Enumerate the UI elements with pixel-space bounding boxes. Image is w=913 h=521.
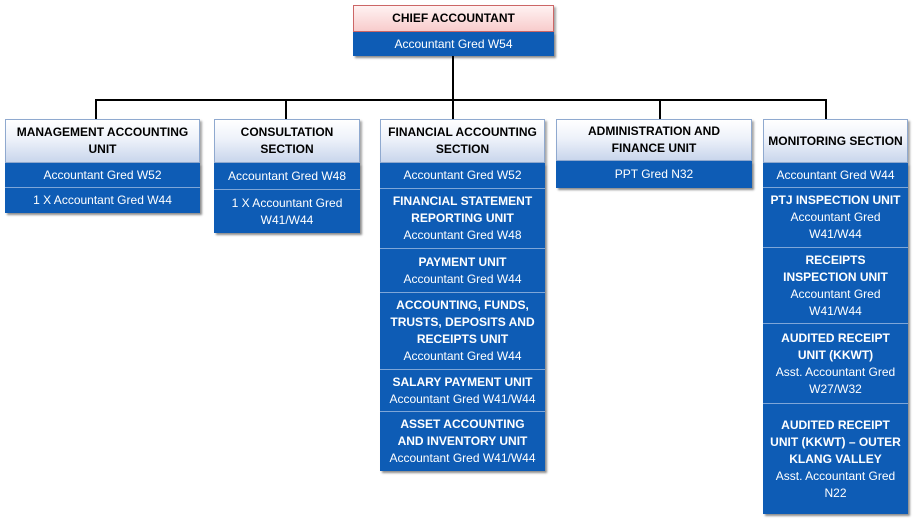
section-title: MONITORING SECTION (768, 133, 903, 148)
unit-title: RECEIPTS INSPECTION UNIT (783, 252, 888, 284)
grade-text: Asst. Accountant Gred W27/W32 (775, 364, 896, 396)
section-title: CONSULTATION SECTION (240, 125, 334, 156)
list-item: PTJ INSPECTION UNIT Accountant Gred W41/… (763, 188, 908, 248)
section-header-financial-accounting: FINANCIAL ACCOUNTING SECTION (380, 119, 545, 163)
unit-title: AUDITED RECEIPT UNIT (KKWT) – OUTER KLAN… (770, 417, 901, 466)
unit-title: PTJ INSPECTION UNIT (770, 193, 901, 207)
section-title: ADMINISTRATION AND FINANCE UNIT (588, 124, 720, 155)
unit-title: PAYMENT UNIT (418, 254, 507, 269)
section-body-financial-accounting: Accountant Gred W52 FINANCIAL STATEMENT … (380, 163, 545, 471)
list-item: Accountant Gred W44 (763, 163, 908, 188)
connector-section-5 (825, 99, 827, 119)
list-item: FINANCIAL STATEMENT REPORTING UNIT Accou… (380, 189, 545, 249)
unit-title: AUDITED RECEIPT UNIT (KKWT) (781, 330, 890, 362)
section-body-management-accounting: Accountant Gred W52 1 X Accountant Gred … (5, 163, 200, 213)
grade-text: Accountant Gred W44 (403, 271, 522, 286)
list-item: Accountant Gred W52 (5, 163, 200, 188)
unit-title: ACCOUNTING, FUNDS, TRUSTS, DEPOSITS AND … (390, 298, 535, 346)
connector-section-4 (659, 99, 661, 119)
connector-chief-down (452, 56, 454, 100)
connector-section-1 (95, 99, 97, 119)
grade-text: 1 X Accountant Gred W44 (33, 193, 172, 207)
grade-text: Accountant Gred W48 (403, 228, 522, 242)
grade-text: Accountant Gred W44 (776, 167, 895, 182)
grade-text: Accountant Gred W41/W44 (790, 210, 881, 241)
list-item: ASSET ACCOUNTING AND INVENTORY UNIT Acco… (380, 412, 545, 471)
grade-text: Accountant Gred W41/W44 (389, 451, 536, 465)
chief-accountant-title: CHIEF ACCOUNTANT (353, 5, 554, 32)
section-header-consultation: CONSULTATION SECTION (214, 119, 360, 163)
chief-title-text: CHIEF ACCOUNTANT (392, 11, 515, 25)
grade-text: PPT Gred N32 (614, 167, 694, 181)
connector-horizontal (95, 99, 827, 101)
grade-text: Accountant Gred W48 (227, 168, 347, 183)
list-item: AUDITED RECEIPT UNIT (KKWT) – OUTER KLAN… (763, 404, 908, 514)
grade-text: Accountant Gred W44 (403, 349, 522, 363)
section-body-administration-finance: PPT Gred N32 (556, 161, 752, 188)
grade-text: 1 X Accountant Gred W41/W44 (231, 195, 343, 227)
section-title: FINANCIAL ACCOUNTING SECTION (388, 125, 537, 156)
connector-section-3 (452, 99, 454, 119)
section-body-monitoring: Accountant Gred W44 PTJ INSPECTION UNIT … (763, 163, 908, 514)
section-header-administration-finance: ADMINISTRATION AND FINANCE UNIT (556, 119, 752, 161)
grade-text: Asst. Accountant Gred N22 (775, 468, 896, 500)
section-title: MANAGEMENT ACCOUNTING UNIT (16, 125, 189, 156)
chief-grade: Accountant Gred W54 (394, 36, 513, 51)
list-item: RECEIPTS INSPECTION UNIT Accountant Gred… (763, 248, 908, 324)
grade-text: Accountant Gred W41/W44 (790, 286, 881, 318)
list-item: PAYMENT UNIT Accountant Gred W44 (380, 249, 545, 293)
chief-accountant-grade-box: Accountant Gred W54 (353, 32, 554, 56)
grade-text: Accountant Gred W52 (43, 167, 162, 182)
grade-text: Accountant Gred W41/W44 (389, 391, 536, 406)
chief-grade-cell: Accountant Gred W54 (353, 32, 554, 56)
section-header-management-accounting: MANAGEMENT ACCOUNTING UNIT (5, 119, 200, 163)
list-item: AUDITED RECEIPT UNIT (KKWT) Asst. Accoun… (763, 324, 908, 404)
grade-text: Accountant Gred W52 (403, 168, 522, 182)
list-item: Accountant Gred W48 (214, 163, 360, 190)
list-item: SALARY PAYMENT UNIT Accountant Gred W41/… (380, 370, 545, 412)
section-body-consultation: Accountant Gred W48 1 X Accountant Gred … (214, 163, 360, 233)
unit-title: FINANCIAL STATEMENT REPORTING UNIT (392, 194, 533, 225)
section-header-monitoring: MONITORING SECTION (763, 119, 908, 163)
list-item: 1 X Accountant Gred W41/W44 (214, 190, 360, 233)
connector-section-2 (285, 99, 287, 119)
list-item: 1 X Accountant Gred W44 (5, 188, 200, 213)
list-item: Accountant Gred W52 (380, 163, 545, 189)
list-item: ACCOUNTING, FUNDS, TRUSTS, DEPOSITS AND … (380, 293, 545, 370)
unit-title: SALARY PAYMENT UNIT (392, 374, 533, 389)
unit-title: ASSET ACCOUNTING AND INVENTORY UNIT (397, 417, 528, 448)
list-item: PPT Gred N32 (556, 161, 752, 188)
